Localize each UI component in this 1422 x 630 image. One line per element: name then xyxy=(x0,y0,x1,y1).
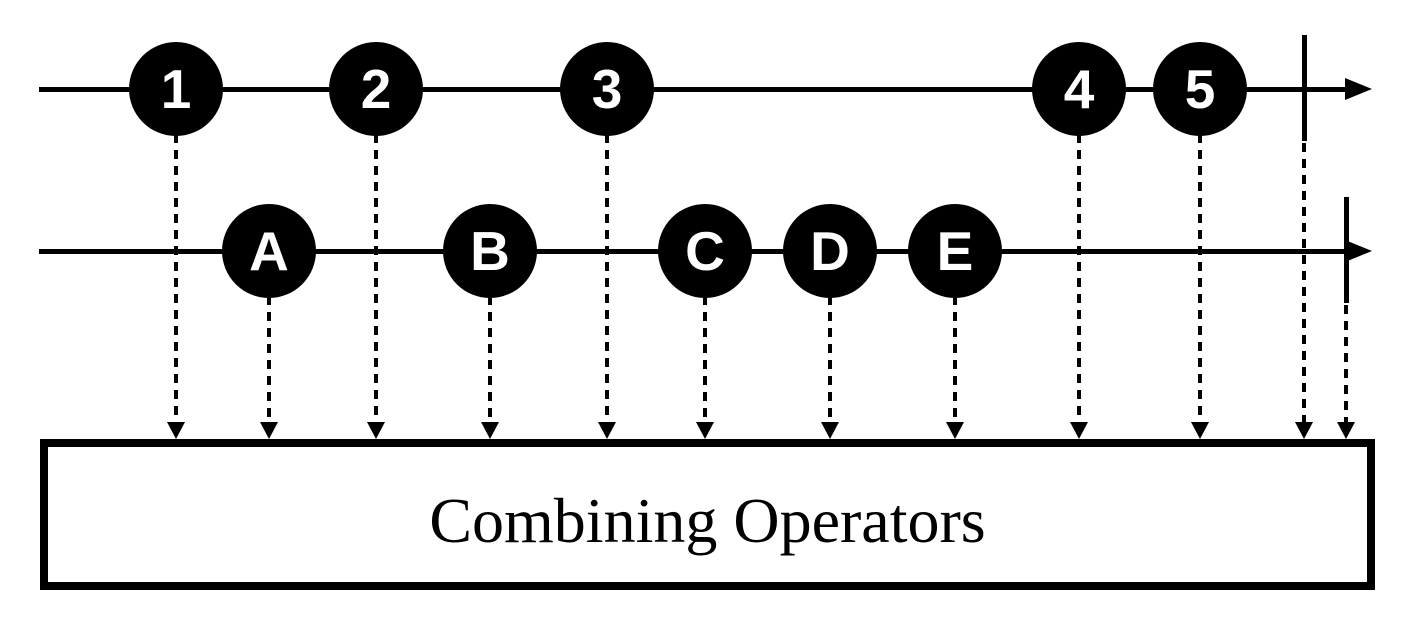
dashed-arrow-head-icon xyxy=(1070,422,1088,439)
source-stream-letters-arrow-icon xyxy=(1345,240,1372,262)
marble-label: B xyxy=(470,219,510,282)
source-stream-letters-marble-D: D xyxy=(783,204,877,298)
dashed-arrow-head-icon xyxy=(946,422,964,439)
marble-label: A xyxy=(249,219,289,282)
source-stream-numbers-complete-bar xyxy=(1302,35,1307,141)
marble-label: 5 xyxy=(1184,57,1216,120)
dashed-arrow-head-icon xyxy=(598,422,616,439)
marble-label: E xyxy=(936,219,974,282)
source-stream-numbers-marble-4: 4 xyxy=(1032,42,1126,136)
marble-label: 4 xyxy=(1063,57,1095,120)
dashed-arrow-head-icon xyxy=(167,422,185,439)
dashed-arrow xyxy=(1077,134,1081,422)
source-stream-letters-marble-E: E xyxy=(908,204,1002,298)
source-stream-letters-marble-A: A xyxy=(222,204,316,298)
dashed-arrow xyxy=(605,134,609,422)
marble-label: C xyxy=(685,219,725,282)
dashed-arrow xyxy=(374,134,378,422)
dashed-arrow-head-icon xyxy=(260,422,278,439)
combining-operators-label: Combining Operators xyxy=(429,484,986,556)
dashed-arrow xyxy=(1344,305,1348,422)
marble-label: 2 xyxy=(360,57,392,120)
source-stream-numbers-marble-1: 1 xyxy=(129,42,223,136)
dashed-arrow-head-icon xyxy=(821,422,839,439)
source-stream-letters-marble-C: C xyxy=(658,204,752,298)
marble-label: 1 xyxy=(160,57,192,120)
dashed-arrow-head-icon xyxy=(367,422,385,439)
source-stream-numbers-arrow-icon xyxy=(1345,78,1372,100)
dashed-arrow-head-icon xyxy=(481,422,499,439)
dashed-arrow xyxy=(953,296,957,422)
dashed-arrow xyxy=(828,296,832,422)
marble-label: D xyxy=(810,219,850,282)
dashed-arrow xyxy=(488,296,492,422)
dashed-arrow xyxy=(1302,143,1306,422)
marble-label: 3 xyxy=(591,57,623,120)
source-stream-letters-marble-B: B xyxy=(443,204,537,298)
dashed-arrow-head-icon xyxy=(696,422,714,439)
source-stream-numbers-timeline xyxy=(39,87,1345,92)
dashed-arrow xyxy=(1198,134,1202,422)
dashed-arrow-head-icon xyxy=(1191,422,1209,439)
dashed-arrow xyxy=(267,296,271,422)
combining-operators-box: Combining Operators xyxy=(40,439,1375,590)
dashed-arrow xyxy=(174,134,178,422)
dashed-arrow-head-icon xyxy=(1295,422,1313,439)
source-stream-numbers-marble-5: 5 xyxy=(1153,42,1247,136)
source-stream-letters-complete-bar xyxy=(1344,197,1349,303)
dashed-arrow-head-icon xyxy=(1337,422,1355,439)
source-stream-numbers-marble-3: 3 xyxy=(560,42,654,136)
source-stream-numbers-marble-2: 2 xyxy=(329,42,423,136)
dashed-arrow xyxy=(703,296,707,422)
